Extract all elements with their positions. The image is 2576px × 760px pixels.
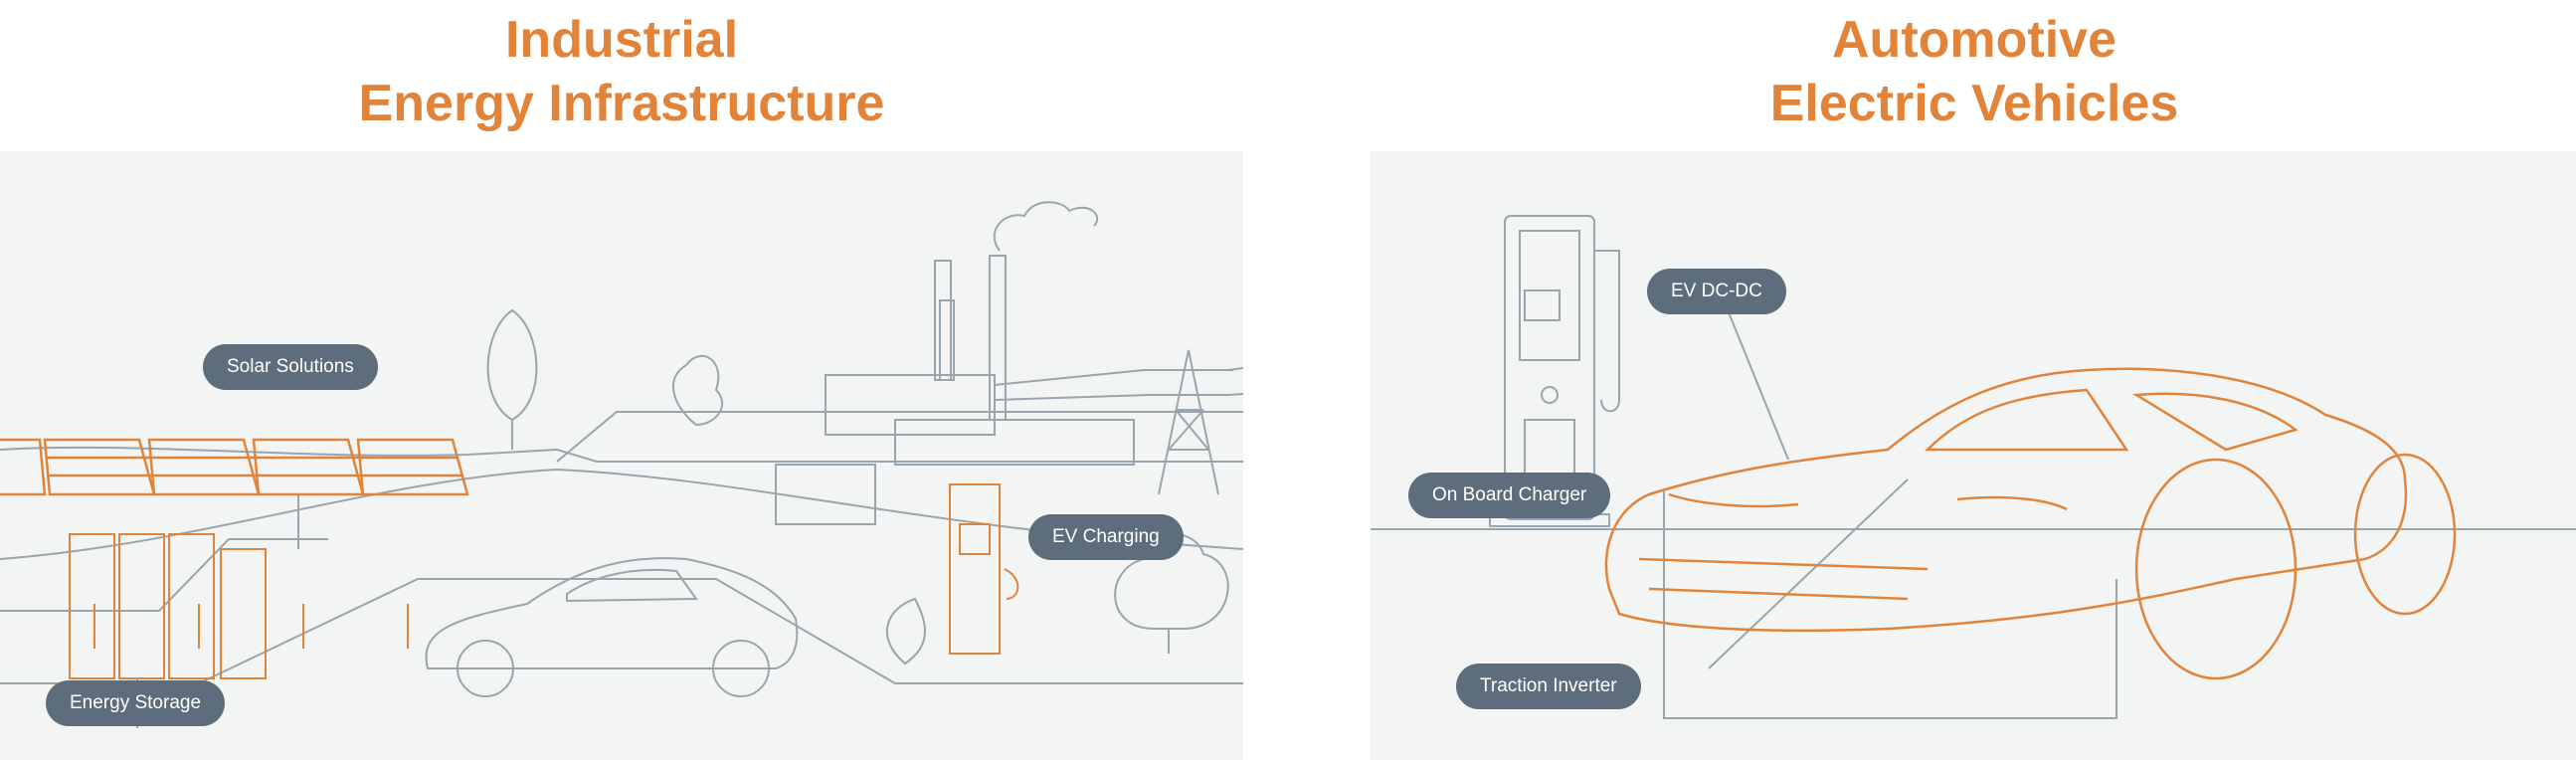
- power-lines: [994, 367, 1243, 401]
- car-body: [425, 557, 799, 669]
- car-windshield: [1924, 388, 2129, 452]
- charging-station-cable: [1594, 250, 1620, 413]
- ev-charging-callout: EV Charging: [1028, 514, 1184, 560]
- dcdc-leader-line: [1728, 311, 1789, 461]
- charging-station-display: [1524, 289, 1561, 321]
- traction-inverter-leader-line: [1708, 478, 1909, 669]
- car-wheel: [712, 640, 770, 697]
- industrial-illustration-panel: Solar Solutions EV Charging Energy Stora…: [0, 151, 1243, 760]
- battery-cabinet: [168, 533, 215, 679]
- bush-icon: [671, 354, 723, 427]
- car-wheel: [457, 640, 514, 697]
- charging-station-screen: [1519, 230, 1580, 361]
- traction-inverter-callout: Traction Inverter: [1456, 664, 1641, 709]
- industrial-title-line1: Industrial: [504, 11, 739, 69]
- industrial-scene-illustration: [0, 201, 1243, 728]
- onboard-charger-callout: On Board Charger: [1408, 473, 1611, 518]
- charging-station-button: [1541, 386, 1559, 404]
- automotive-illustration-panel: EV DC-DC On Board Charger Traction Inver…: [1371, 151, 2576, 760]
- ev-car-outline: [1604, 367, 2457, 680]
- automotive-scene-illustration: [1371, 215, 2576, 719]
- solar-solutions-callout: Solar Solutions: [203, 344, 378, 390]
- car-grille-lines: [1638, 557, 1929, 601]
- chimney: [989, 255, 1007, 421]
- battery-cabinet: [118, 533, 165, 679]
- factory-building: [825, 374, 996, 436]
- horizon-line: [0, 446, 1243, 463]
- automotive-title-line2: Electric Vehicles: [1769, 75, 2179, 132]
- energy-storage-callout: Energy Storage: [46, 680, 226, 726]
- automotive-title-line1: Automotive: [1832, 11, 2116, 69]
- road-right-edge: [198, 578, 1243, 684]
- smoke-cloud: [993, 201, 1099, 252]
- chimney: [934, 260, 952, 381]
- car-side-window: [2132, 392, 2299, 452]
- chimney: [939, 299, 955, 381]
- solar-panel-grid: [47, 456, 462, 477]
- ev-dcdc-callout: EV DC-DC: [1647, 269, 1786, 314]
- plateau-line: [556, 411, 1243, 463]
- tree-icon: [486, 308, 538, 450]
- leaf-plant-icon: [886, 597, 926, 665]
- solar-panel-icon: [147, 438, 261, 496]
- solar-panel-stands: [93, 604, 409, 649]
- ev-charger-icon: [949, 483, 1001, 655]
- car-window: [566, 568, 698, 603]
- road-left-edge: [0, 538, 328, 612]
- car-body: [1604, 367, 2408, 633]
- industrial-title-line2: Energy Infrastructure: [358, 75, 885, 132]
- ev-charger-cable: [1004, 568, 1019, 600]
- charging-station-icon: [1504, 215, 1595, 520]
- solar-panel-array: [0, 438, 469, 496]
- ev-charger-screen: [959, 523, 991, 555]
- battery-cabinet: [69, 533, 115, 679]
- solar-panel-icon: [252, 438, 365, 496]
- automotive-title: Automotive Electric Vehicles: [1373, 8, 2576, 135]
- car-rear-wheel: [2353, 453, 2457, 616]
- solar-panel-icon: [0, 438, 47, 496]
- car-headlight: [1668, 492, 1799, 508]
- factory-hall: [894, 419, 1135, 466]
- solar-panel-icon: [356, 438, 469, 496]
- onboard-charger-leader-line: [1663, 489, 2117, 719]
- industrial-title: Industrial Energy Infrastructure: [0, 8, 1243, 135]
- factory-annex: [775, 464, 876, 525]
- car-front-wheel: [2134, 458, 2298, 680]
- battery-inverter-icon: [220, 548, 267, 679]
- car-hood-line: [1956, 495, 2068, 511]
- power-tower-icon: [1144, 349, 1233, 495]
